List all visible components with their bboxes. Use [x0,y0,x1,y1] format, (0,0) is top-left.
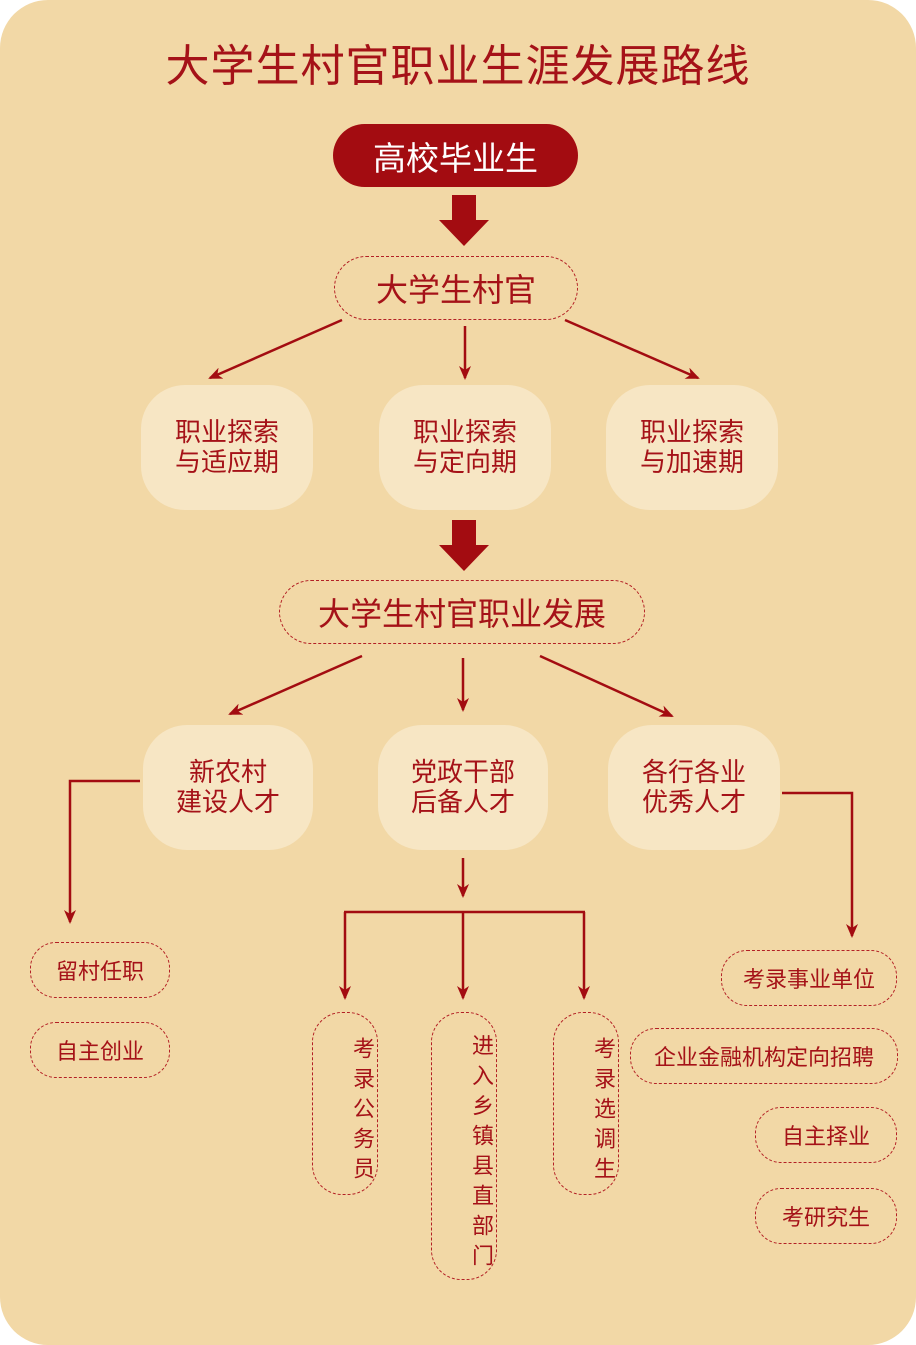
stage-adaptation: 职业探索 与适应期 [141,385,313,510]
option-graduate-study: 考研究生 [755,1188,897,1244]
option-selected-graduate: 考录选调生 [553,1012,619,1195]
start-node: 高校毕业生 [333,124,578,187]
option-self-career: 自主择业 [755,1107,897,1163]
stage-orientation: 职业探索 与定向期 [379,385,551,510]
option-civil-servant: 考录公务员 [312,1012,378,1195]
down-arrow-1 [439,195,489,246]
talent-party-cadre: 党政干部 后备人才 [378,725,548,850]
career-development-node: 大学生村官职业发展 [279,580,645,644]
option-stay-village: 留村任职 [30,942,170,998]
talent-all-industries: 各行各业 优秀人才 [608,725,780,850]
down-arrow-2 [439,520,489,571]
option-enterprise-finance: 企业金融机构定向招聘 [630,1028,898,1084]
option-township-department: 进入乡镇县直部门 [431,1012,497,1280]
village-official-node: 大学生村官 [334,256,578,320]
option-public-institution: 考录事业单位 [721,950,897,1006]
option-self-employment: 自主创业 [30,1022,170,1078]
stage-acceleration: 职业探索 与加速期 [606,385,778,510]
talent-rural-construction: 新农村 建设人才 [143,725,313,850]
diagram-title: 大学生村官职业生涯发展路线 [165,41,751,92]
